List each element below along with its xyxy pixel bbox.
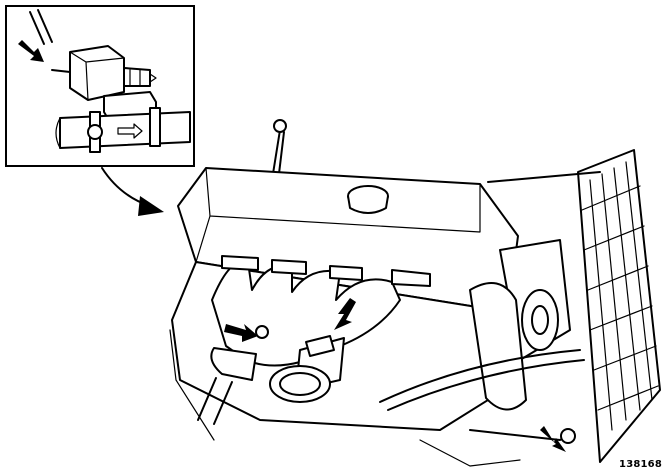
callout-arrow-icon	[224, 324, 258, 342]
figure-reference-number: 138168	[619, 459, 662, 470]
flow-arrow-icon	[117, 123, 143, 139]
inset-fuel-hose	[59, 111, 191, 149]
callout-arrow-icon	[334, 298, 356, 330]
inset-regulator-body	[69, 45, 125, 101]
inset-feed-pipe	[29, 9, 53, 45]
inset-connector	[123, 67, 151, 87]
intake-pipe	[210, 347, 257, 381]
exhaust-downpipe	[269, 335, 345, 403]
radiator	[487, 149, 661, 463]
fuel-line	[379, 349, 585, 411]
oil-filler-cap	[347, 185, 389, 214]
detail-inset	[5, 5, 195, 167]
ground-outline	[169, 329, 521, 467]
callout-arrow-icon	[18, 40, 44, 62]
cooling-fan	[499, 239, 571, 361]
inset-pointer-arrow	[101, 167, 164, 216]
callout-arrow-icon	[540, 426, 566, 452]
engine-assembly	[171, 119, 585, 444]
